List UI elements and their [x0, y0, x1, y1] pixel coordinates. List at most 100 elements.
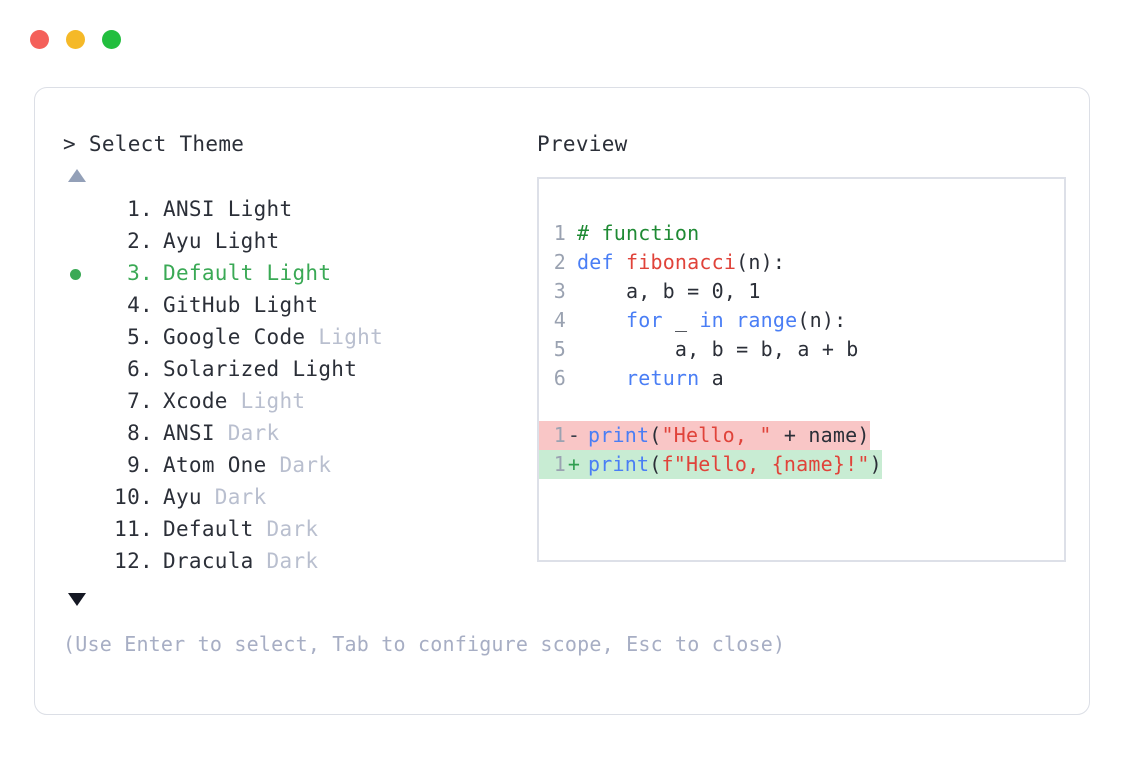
diff-line-number: 1: [553, 423, 566, 447]
code-token: (: [649, 423, 662, 447]
line-number: 5: [553, 337, 566, 361]
theme-item-index: 12.: [114, 549, 153, 573]
code-token: "Hello, ": [661, 423, 772, 447]
code-token: for: [625, 308, 663, 332]
code-token: _: [662, 308, 700, 332]
theme-list-item[interactable]: 7.Xcode Light: [63, 385, 523, 417]
diff-line-text: print("Hello, " + name): [582, 421, 870, 450]
code-line-text: def fibonacci(n):: [566, 248, 785, 277]
theme-item-name: Default: [163, 261, 254, 285]
theme-item-index: 8.: [114, 421, 153, 445]
code-line-text: for _ in range(n):: [566, 306, 846, 335]
code-token: (: [649, 452, 662, 476]
theme-item-variant: Light: [214, 197, 293, 221]
theme-list-item[interactable]: 2.Ayu Light: [63, 225, 523, 257]
code-line-text: return a: [566, 364, 724, 393]
theme-item-variant: Light: [227, 389, 306, 413]
line-number: 6: [553, 366, 566, 390]
theme-list-item[interactable]: 4. GitHub Light: [63, 289, 523, 321]
theme-item-name: Atom One: [163, 453, 267, 477]
keyboard-hint: (Use Enter to select, Tab to configure s…: [63, 632, 786, 656]
close-window-icon[interactable]: [30, 30, 49, 49]
code-line-text: a, b = 0, 1: [566, 277, 761, 306]
theme-list-item[interactable]: 1.ANSI Light: [63, 193, 523, 225]
code-token: a, b = b, a + b: [577, 337, 859, 361]
theme-item-name: Solarized: [163, 357, 280, 381]
theme-list-item[interactable]: 10. Ayu Dark: [63, 481, 523, 513]
theme-item-index: 9.: [114, 453, 153, 477]
code-token: [577, 308, 626, 332]
code-token: return: [625, 366, 700, 390]
theme-item-variant: Light: [240, 293, 319, 317]
theme-list-item[interactable]: 5.Google Code Light: [63, 321, 523, 353]
theme-item-variant: Dark: [266, 453, 332, 477]
code-token: (n):: [797, 308, 847, 332]
code-token: range: [736, 308, 798, 332]
theme-picker-card: > Select Theme 1.ANSI Light 2.Ayu Light …: [34, 87, 1090, 715]
code-token: [724, 308, 736, 332]
diff-sign: +: [567, 452, 581, 476]
code-token: def: [577, 250, 626, 274]
theme-item-index: 6.: [114, 357, 153, 381]
theme-item-variant: Light: [253, 261, 332, 285]
theme-item-name: Dracula: [163, 549, 254, 573]
theme-list[interactable]: 1.ANSI Light 2.Ayu Light 3.Default Light…: [63, 193, 523, 577]
maximize-window-icon[interactable]: [102, 30, 121, 49]
line-number: 2: [553, 250, 566, 274]
line-number: 3: [553, 279, 566, 303]
code-line: 6 return a: [539, 364, 1064, 393]
diff-sign: -: [567, 423, 581, 447]
theme-item-variant: Dark: [201, 485, 267, 509]
theme-item-variant: Light: [305, 325, 384, 349]
line-number: 1: [553, 221, 566, 245]
minimize-window-icon[interactable]: [66, 30, 85, 49]
code-token: + name): [771, 423, 870, 447]
code-spacer: [539, 393, 1064, 421]
triangle-down-icon[interactable]: [68, 593, 86, 606]
select-theme-title: > Select Theme: [63, 132, 245, 156]
code-line-text: a, b = b, a + b: [566, 335, 859, 364]
diff-line-number: 1: [553, 452, 566, 476]
theme-item-index: 2.: [114, 229, 153, 253]
code-token: [577, 366, 626, 390]
code-line-text: # function: [566, 219, 699, 248]
triangle-up-icon[interactable]: [68, 169, 86, 182]
theme-item-name: GitHub: [163, 293, 241, 317]
theme-item-index: 5.: [114, 325, 153, 349]
code-token: ): [869, 452, 882, 476]
theme-list-item[interactable]: 8.ANSI Dark: [63, 417, 523, 449]
code-line: 5 a, b = b, a + b: [539, 335, 1064, 364]
code-token: a, b = 0, 1: [577, 279, 761, 303]
diff-line-add: 1+ print(f"Hello, {name}!"): [539, 450, 882, 479]
theme-item-name: Ayu: [163, 485, 202, 509]
code-token: (n):: [736, 250, 786, 274]
code-token: fibonacci: [625, 250, 737, 274]
code-line: 4 for _ in range(n):: [539, 306, 1064, 335]
code-token: f"Hello, {name}!": [661, 452, 870, 476]
theme-item-index: 10.: [114, 485, 153, 509]
theme-list-item[interactable]: 6. Solarized Light: [63, 353, 523, 385]
theme-list-item[interactable]: 12. Dracula Dark: [63, 545, 523, 577]
theme-item-variant: Dark: [253, 549, 319, 573]
code-token: print: [588, 452, 650, 476]
preview-title: Preview: [537, 132, 628, 156]
theme-item-variant: Light: [279, 357, 358, 381]
code-line: 1# function: [539, 219, 1064, 248]
theme-item-name: Xcode: [163, 389, 228, 413]
theme-item-variant: Dark: [214, 421, 280, 445]
theme-item-index: 3.: [114, 261, 153, 285]
code-line: 3 a, b = 0, 1: [539, 277, 1064, 306]
theme-item-index: 4.: [114, 293, 153, 317]
theme-list-item[interactable]: 11.Default Dark: [63, 513, 523, 545]
theme-list-item[interactable]: 3. Default Light: [63, 257, 523, 289]
theme-item-variant: Light: [201, 229, 280, 253]
theme-select-pane: > Select Theme 1.ANSI Light 2.Ayu Light …: [63, 132, 523, 606]
code-token: in: [699, 308, 724, 332]
theme-list-item[interactable]: 9. Atom One Dark: [63, 449, 523, 481]
theme-item-index: 1.: [114, 197, 153, 221]
